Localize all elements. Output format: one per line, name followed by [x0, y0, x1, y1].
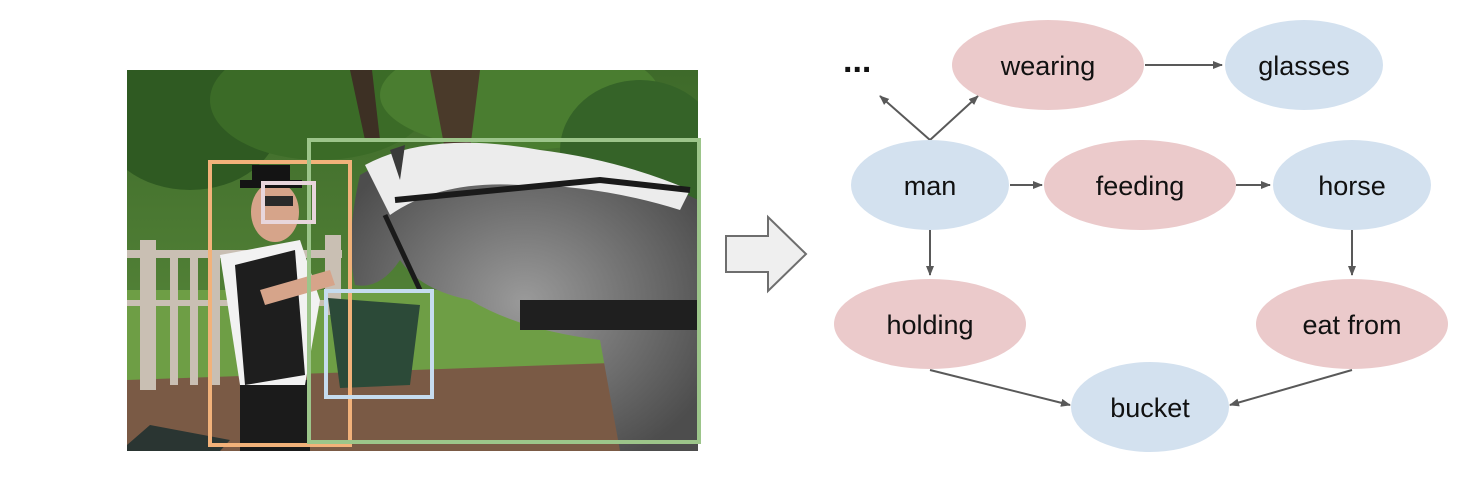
node-label: wearing — [1000, 51, 1096, 81]
scene-graph-nodes: wearing glasses man feeding horse holdin… — [834, 20, 1448, 452]
node-label: horse — [1318, 171, 1386, 201]
glasses-box — [261, 181, 316, 224]
scene-graph-edges — [879, 61, 1356, 407]
photo-horse — [351, 142, 698, 451]
bucket-box — [324, 289, 434, 399]
node-feeding: feeding — [1044, 140, 1236, 230]
node-label: bucket — [1110, 393, 1190, 423]
node-label: eat from — [1302, 310, 1401, 340]
node-man: man — [851, 140, 1009, 230]
photo-bench — [127, 425, 230, 451]
node-holding: holding — [834, 279, 1026, 369]
person-box — [208, 160, 352, 447]
photo — [127, 70, 698, 451]
node-wearing: wearing — [952, 20, 1144, 110]
bounding-boxes — [208, 138, 701, 447]
node-bucket: bucket — [1071, 362, 1229, 452]
node-label: holding — [886, 310, 973, 340]
edge-man-wearing — [929, 95, 979, 141]
photo-trees — [127, 70, 698, 220]
node-glasses: glasses — [1225, 20, 1383, 110]
graph-ellipsis: ... — [843, 42, 871, 80]
node-label: man — [904, 171, 957, 201]
node-horse: horse — [1273, 140, 1431, 230]
edge-eatfrom-bucket — [1229, 369, 1353, 407]
right-arrow-icon — [725, 214, 808, 294]
edge-man-ellipsis — [879, 95, 931, 141]
edge-holding-bucket — [929, 369, 1071, 407]
node-label: feeding — [1096, 171, 1185, 201]
node-eat-from: eat from — [1256, 279, 1448, 369]
horse-box — [307, 138, 701, 444]
photo-bucket — [328, 298, 420, 388]
node-label: glasses — [1258, 51, 1350, 81]
